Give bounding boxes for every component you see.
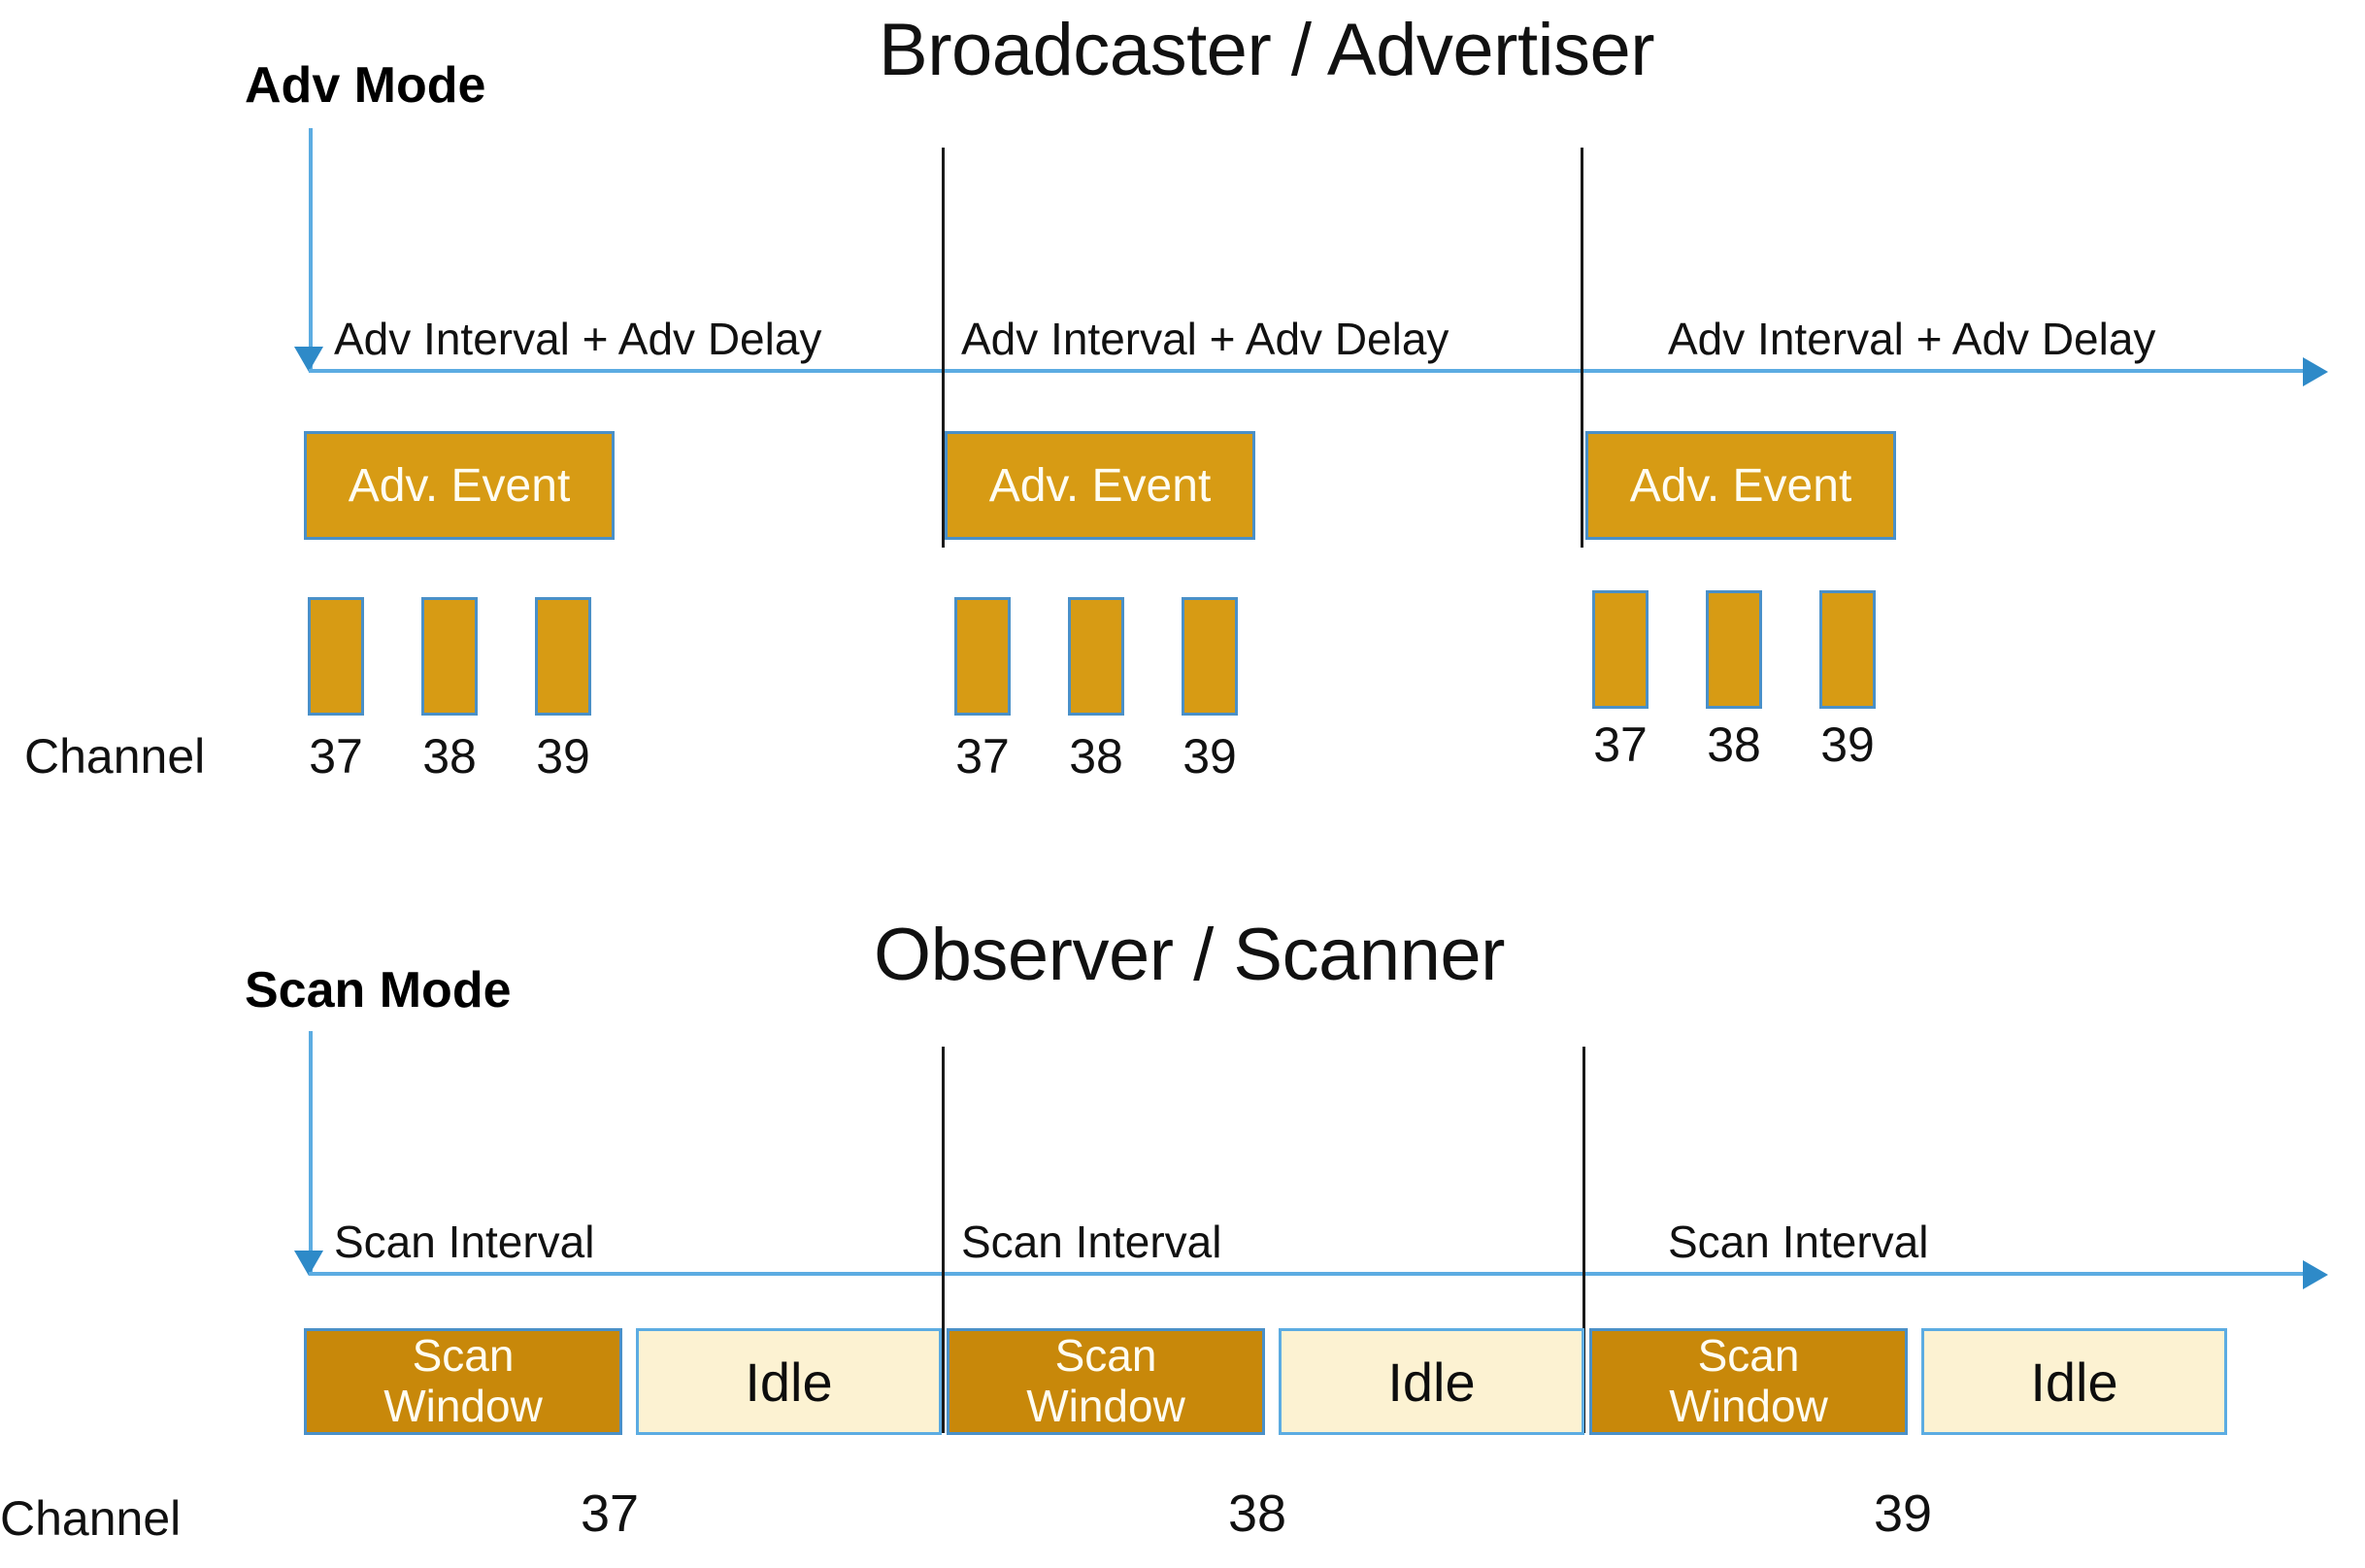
adv-channel-bar-g3-37 (1592, 590, 1649, 709)
idle-box-3: Idle (1921, 1328, 2227, 1435)
adv-channel-num-g1-38: 38 (422, 729, 477, 784)
adv-interval-label-3: Adv Interval + Adv Delay (1668, 314, 2156, 364)
adv-event-box-3: Adv. Event (1585, 431, 1896, 540)
idle-box-2: Idle (1279, 1328, 1584, 1435)
scan-time-axis-arrow-right-icon (2303, 1260, 2328, 1289)
scan-window-box-1: Scan Window (304, 1328, 622, 1435)
adv-channel-bar-g3-39 (1819, 590, 1876, 709)
adv-channel-word: Channel (24, 729, 206, 784)
scan-mode-label: Scan Mode (245, 962, 512, 1018)
adv-channel-num-g2-38: 38 (1069, 729, 1123, 784)
scan-divider-1 (942, 1047, 945, 1433)
scan-window-line2: Window (383, 1381, 543, 1431)
scan-window-line2: Window (1669, 1381, 1828, 1431)
adv-channel-num-g3-37: 37 (1593, 717, 1648, 772)
scan-time-axis (309, 1272, 2305, 1276)
scan-channel-num-1: 37 (580, 1485, 640, 1543)
scan-mode-vertical-axis (309, 1031, 313, 1274)
adv-mode-vertical-axis (309, 128, 313, 371)
adv-channel-num-g3-38: 38 (1707, 717, 1761, 772)
scan-interval-label-3: Scan Interval (1668, 1217, 1929, 1267)
adv-divider-2 (1581, 148, 1583, 548)
adv-event-box-1: Adv. Event (304, 431, 615, 540)
advertiser-section-title: Broadcaster / Advertiser (879, 9, 1655, 91)
adv-channel-bar-g1-37 (308, 597, 364, 716)
adv-channel-bar-g2-39 (1182, 597, 1238, 716)
scan-channel-num-3: 39 (1873, 1485, 1933, 1543)
scan-window-box-2: Scan Window (947, 1328, 1265, 1435)
adv-channel-num-g1-37: 37 (309, 729, 363, 784)
adv-channel-bar-g1-39 (535, 597, 591, 716)
scanner-section-title: Observer / Scanner (874, 914, 1505, 996)
scan-window-line1: Scan (1054, 1330, 1157, 1382)
adv-channel-bar-g2-37 (954, 597, 1011, 716)
scan-interval-label-2: Scan Interval (961, 1217, 1222, 1267)
adv-time-axis (309, 369, 2305, 373)
scan-window-line1: Scan (1697, 1330, 1800, 1382)
adv-channel-num-g1-39: 39 (536, 729, 590, 784)
adv-channel-bar-g2-38 (1068, 597, 1124, 716)
scan-interval-label-1: Scan Interval (334, 1217, 595, 1267)
adv-interval-label-1: Adv Interval + Adv Delay (334, 314, 822, 364)
adv-channel-num-g2-37: 37 (955, 729, 1010, 784)
adv-channel-bar-g1-38 (421, 597, 478, 716)
adv-mode-label: Adv Mode (245, 57, 486, 114)
scan-channel-word: Channel (0, 1491, 182, 1546)
adv-interval-label-2: Adv Interval + Adv Delay (961, 314, 1449, 364)
scan-channel-num-2: 38 (1227, 1485, 1287, 1543)
scan-window-line2: Window (1026, 1381, 1185, 1431)
adv-mode-arrow-down-icon (294, 347, 323, 372)
scan-window-line1: Scan (412, 1330, 515, 1382)
adv-event-box-2: Adv. Event (945, 431, 1255, 540)
adv-time-axis-arrow-right-icon (2303, 357, 2328, 386)
scan-mode-arrow-down-icon (294, 1251, 323, 1276)
adv-channel-num-g3-39: 39 (1820, 717, 1875, 772)
scan-divider-2 (1582, 1047, 1585, 1433)
adv-divider-1 (942, 148, 945, 548)
scan-window-box-3: Scan Window (1589, 1328, 1908, 1435)
idle-box-1: Idle (636, 1328, 942, 1435)
adv-channel-bar-g3-38 (1706, 590, 1762, 709)
adv-channel-num-g2-39: 39 (1182, 729, 1237, 784)
